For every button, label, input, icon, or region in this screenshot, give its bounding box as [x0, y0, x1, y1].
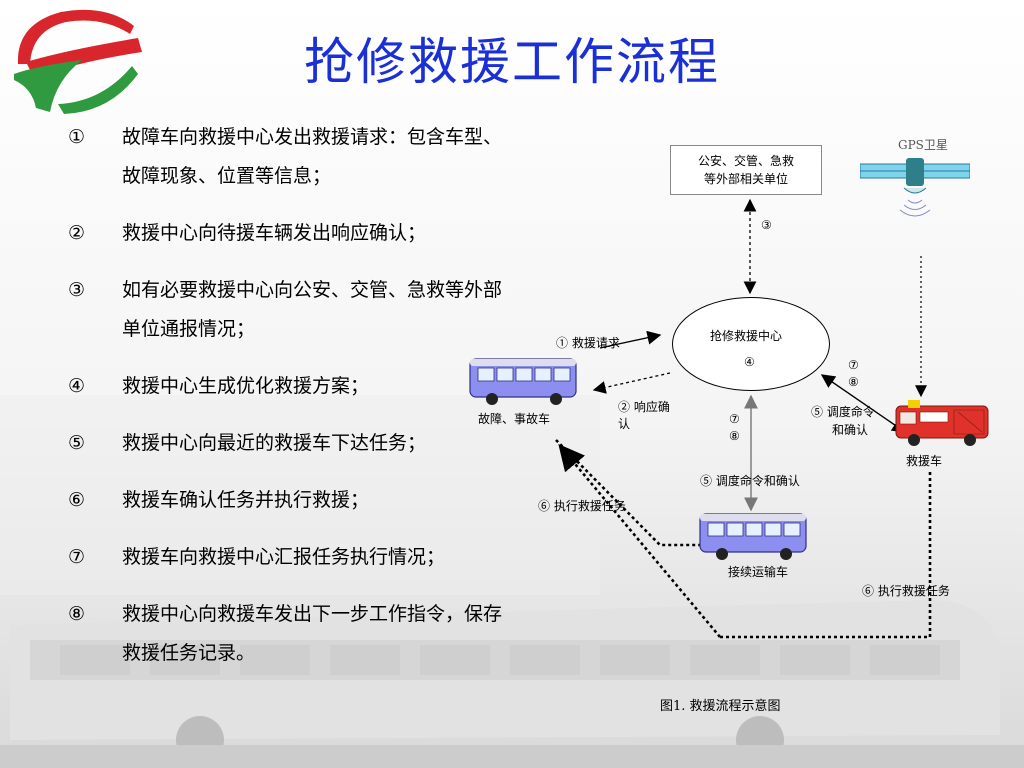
- path-execute-right: [720, 470, 932, 639]
- list-item: ⑦ 救援车向救援中心汇报任务执行情况；: [68, 538, 518, 577]
- list-item: ④ 救援中心生成优化救援方案；: [68, 367, 518, 406]
- list-item: ③ 如有必要救援中心向公安、交管、急救等外部单位通报情况；: [68, 271, 518, 349]
- relay-bus-icon: [699, 513, 807, 560]
- rescue-truck-icon: [895, 400, 989, 446]
- step-text: 救援车确认任务并执行救援；: [122, 489, 370, 511]
- step-number: ⑧: [68, 603, 86, 625]
- faulty-vehicle-label: 故障、事故车: [478, 412, 551, 426]
- page-title: 抢修救援工作流程: [304, 33, 720, 91]
- arrow-request: [599, 330, 662, 349]
- step-text: 救援车向救援中心汇报任务执行情况；: [122, 546, 446, 568]
- label-78-left-2: ⑧: [729, 429, 740, 443]
- label-dispatch-right-2: 和确认: [832, 423, 869, 437]
- list-item: ⑥ 救援车确认任务并执行救援；: [68, 481, 518, 520]
- satellite-icon: [860, 158, 970, 217]
- step-text: 救援中心向救援车发出下一步工作指令，保存救援任务记录。: [122, 603, 503, 664]
- rescue-center-number: ④: [744, 355, 755, 369]
- rescue-vehicle-label: 救援车: [906, 454, 943, 468]
- label-dispatch-right-1: ⑤ 调度命令: [811, 405, 875, 419]
- label-response-1: ② 响应确: [618, 400, 670, 414]
- label-response-2: 认: [618, 417, 631, 431]
- list-item: ② 救援中心向待援车辆发出响应确认；: [68, 214, 518, 253]
- list-item: ① 故障车向救援中心发出救援请求：包含车型、故障现象、位置等信息；: [68, 118, 518, 196]
- external-units-line1: 公安、交管、急救: [697, 154, 794, 168]
- label-execute-right: ⑥ 执行救援任务: [862, 584, 950, 598]
- label-step-3: ③: [761, 218, 772, 232]
- step-text: 如有必要救援中心向公安、交管、急救等外部单位通报情况；: [122, 279, 503, 340]
- arrow-center-rescue: [820, 374, 907, 433]
- list-item: ⑧ 救援中心向救援车发出下一步工作指令，保存救援任务记录。: [68, 595, 518, 673]
- step-number: ③: [68, 279, 86, 301]
- relay-vehicle-label: 接续运输车: [728, 565, 789, 579]
- figure-caption: 图1. 救援流程示意图: [660, 699, 781, 714]
- step-number: ⑤: [68, 432, 86, 454]
- step-text: 故障车向救援中心发出救援请求：包含车型、故障现象、位置等信息；: [122, 126, 503, 187]
- gps-label: GPS卫星: [898, 138, 948, 152]
- label-request: ① 救援请求: [556, 336, 620, 350]
- step-text: 救援中心向待援车辆发出响应确认；: [122, 222, 427, 244]
- label-78-right-1: ⑦: [848, 358, 859, 372]
- step-text: 救援中心生成优化救援方案；: [122, 375, 370, 397]
- rescue-center-label: 抢修救援中心: [710, 329, 783, 343]
- rescue-center-node: [672, 297, 830, 391]
- steps-list: ① 故障车向救援中心发出救援请求：包含车型、故障现象、位置等信息； ② 救援中心…: [68, 118, 518, 691]
- external-units-box: 公安、交管、急救 等外部相关单位: [670, 145, 822, 195]
- external-units-line2: 等外部相关单位: [703, 172, 788, 186]
- step-number: ①: [68, 126, 86, 148]
- step-number: ④: [68, 375, 86, 397]
- path-execute-right-diag: [558, 444, 721, 638]
- step-number: ⑥: [68, 489, 86, 511]
- faulty-bus-icon: [469, 358, 577, 405]
- path-execute-left: [555, 439, 700, 547]
- step-number: ②: [68, 222, 86, 244]
- label-78-right-2: ⑧: [848, 375, 859, 389]
- label-78-left-1: ⑦: [729, 412, 740, 426]
- list-item: ⑤ 救援中心向最近的救援车下达任务；: [68, 424, 518, 463]
- label-dispatch-bottom: ⑤ 调度命令和确认: [700, 474, 800, 488]
- label-execute-left: ⑥ 执行救援任务: [538, 499, 626, 513]
- step-number: ⑦: [68, 546, 86, 568]
- arrow-response: [592, 372, 671, 394]
- company-logo: [14, 9, 142, 114]
- step-text: 救援中心向最近的救援车下达任务；: [122, 432, 427, 454]
